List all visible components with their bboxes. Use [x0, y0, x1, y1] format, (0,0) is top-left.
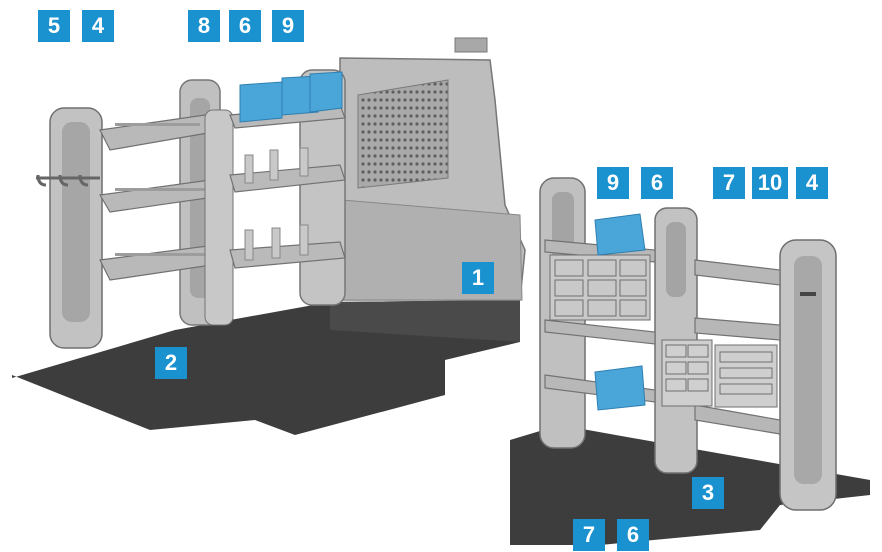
callout-badge: 6: [617, 519, 649, 551]
callout-badge: 9: [597, 167, 629, 199]
parts-organizer: [662, 340, 777, 407]
callout-badge: 3: [692, 477, 724, 509]
callout-badge: 7: [713, 167, 745, 199]
callout-badge: 9: [272, 10, 304, 42]
callout-badge: 4: [796, 167, 828, 199]
callout-badge: 4: [82, 10, 114, 42]
bulkhead-perforated-window: [358, 80, 448, 188]
callout-badge: 1: [462, 262, 494, 294]
callout-badge: 6: [229, 10, 261, 42]
drawer-cabinet: [550, 255, 650, 320]
left-van-interior: [12, 38, 525, 435]
callout-badge: 8: [188, 10, 220, 42]
callout-badge: 10: [752, 167, 788, 199]
callout-badge: 7: [573, 519, 605, 551]
callout-badge: 2: [155, 347, 187, 379]
callout-badge: 6: [641, 167, 673, 199]
callout-badge: 5: [38, 10, 70, 42]
right-van-interior: [510, 178, 870, 545]
